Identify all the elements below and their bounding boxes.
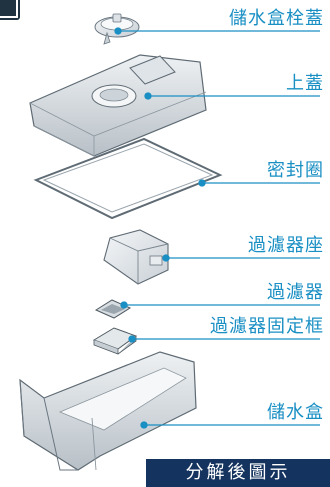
label-top-cover: 上蓋 [286, 73, 324, 94]
label-filter-holder: 過濾器固定框 [210, 316, 324, 337]
top-cover-part [29, 54, 207, 157]
label-cap: 儲水盒栓蓋 [229, 8, 324, 29]
exploded-view-banner: 分解後圖示 [146, 459, 330, 487]
filter-seat-part [103, 229, 169, 285]
label-seal-ring: 密封圈 [267, 160, 324, 181]
seal-ring-part [33, 137, 223, 220]
label-water-tank: 儲水盒 [267, 402, 324, 423]
label-filter-seat: 過濾器座 [248, 235, 324, 256]
leader-lines [114, 27, 320, 429]
corner-marker [0, 0, 20, 20]
cap-part [94, 13, 140, 45]
water-tank-part [19, 351, 197, 471]
label-filter: 過濾器 [267, 282, 324, 303]
